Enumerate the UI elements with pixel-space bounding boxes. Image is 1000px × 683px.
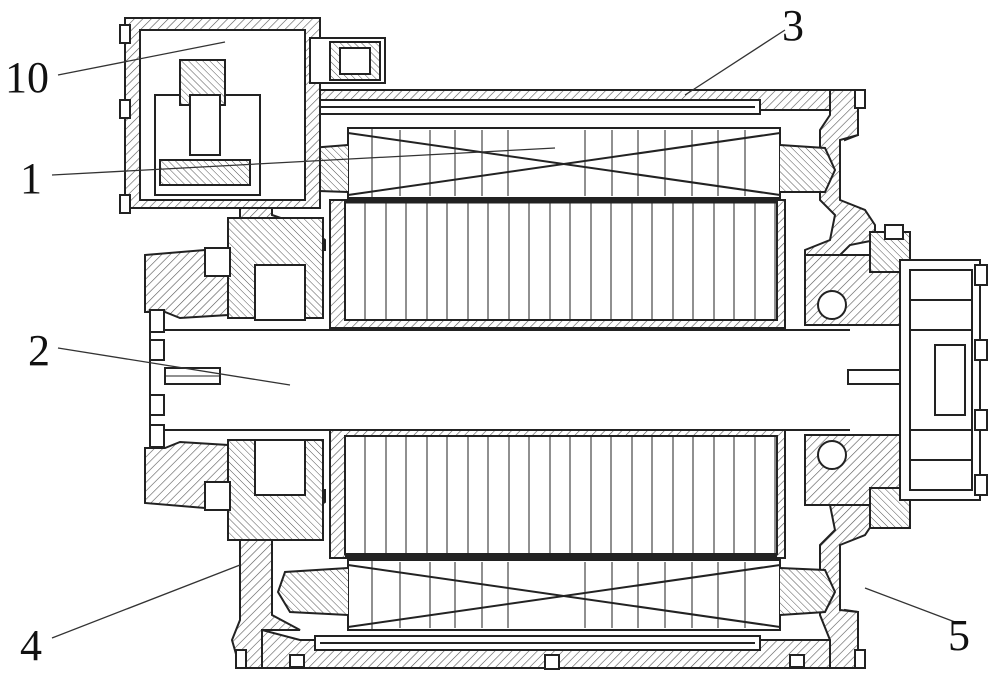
leader-line-3 (685, 30, 785, 95)
label-10: 10 (5, 53, 49, 102)
leader-line-5 (865, 588, 955, 622)
label-5: 5 (948, 611, 970, 660)
stator-winding-bottom (278, 560, 835, 630)
rotor-core-top (330, 200, 785, 328)
label-1: 1 (20, 154, 42, 203)
rotor-shaft (150, 310, 908, 450)
rotor-lam-bottom (365, 436, 775, 554)
rotor-lam-top (365, 202, 775, 320)
stator-winding-top (278, 128, 835, 198)
label-3: 3 (782, 1, 804, 50)
label-2: 2 (28, 326, 50, 375)
label-4: 4 (20, 621, 42, 670)
rotor-core-bottom (330, 430, 785, 558)
leader-line-4 (52, 565, 240, 638)
